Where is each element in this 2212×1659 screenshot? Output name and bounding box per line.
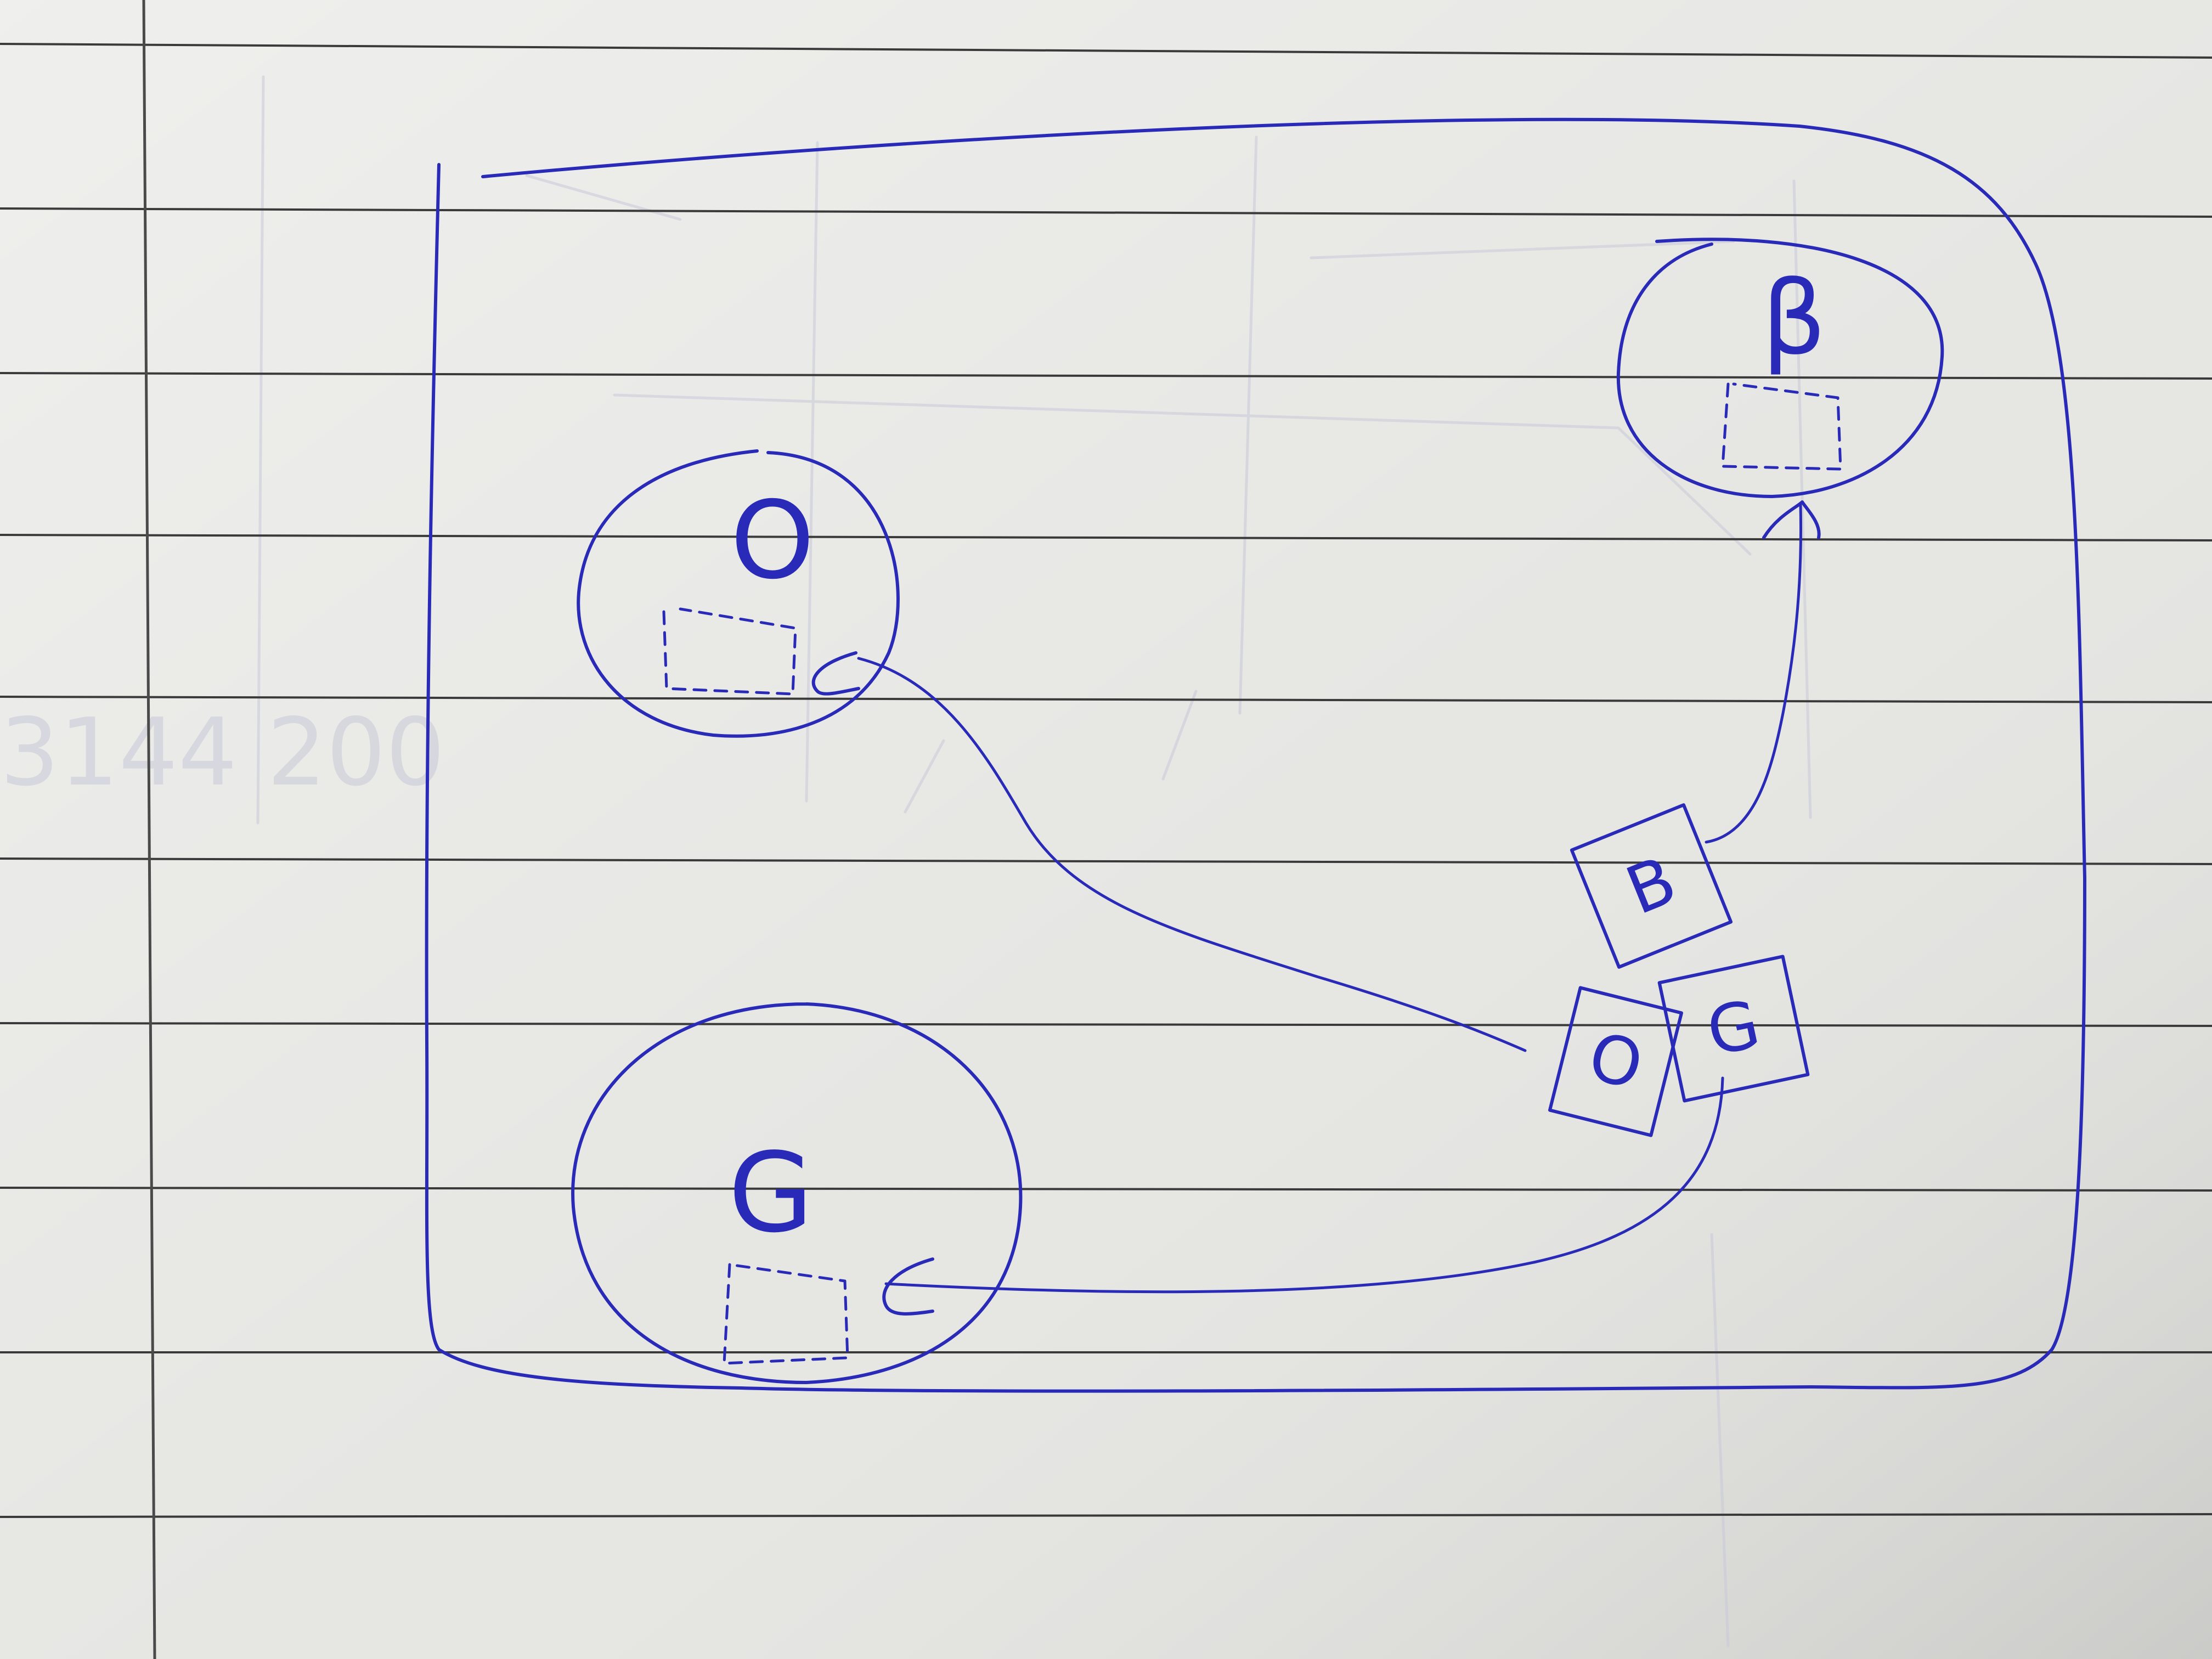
node-g-circle (571, 1002, 1023, 1384)
port-g-box (1657, 955, 1810, 1103)
ruled-line (0, 1022, 2212, 1027)
port-b-box (1570, 803, 1733, 969)
node-g-socket (882, 1257, 934, 1316)
ruled-line (0, 1513, 2212, 1518)
node-g: G (571, 1002, 1023, 1384)
ruled-line (0, 372, 2212, 380)
edge-g-to-node-g (884, 1076, 1724, 1294)
hand-drawn-diagram: O G β O G (425, 117, 2086, 1393)
node-o: O (577, 449, 900, 738)
node-beta: β (1616, 238, 1944, 539)
ruled-line (0, 857, 2212, 865)
ruled-line (0, 207, 2212, 218)
ruled-line (0, 43, 2212, 59)
edge-b-to-node-beta (1705, 503, 1803, 844)
node-o-circle (577, 449, 900, 738)
edge-o-to-node-o (857, 657, 1527, 1052)
ruled-line (0, 696, 2212, 703)
node-beta-socket (1762, 500, 1821, 539)
node-g-slot (723, 1263, 849, 1365)
node-beta-circle (1616, 238, 1944, 498)
node-beta-slot (1721, 382, 1842, 471)
margin-line (142, 0, 156, 1659)
show-through-text: 3144 200 (0, 698, 445, 807)
node-o-label: O (730, 478, 815, 603)
node-o-slot (662, 607, 797, 696)
show-through-marks: 3144 200 (0, 75, 1812, 1647)
node-beta-label: β (1762, 259, 1826, 377)
ruled-line (0, 1187, 2212, 1192)
node-o-socket (811, 651, 860, 696)
port-o-box (1548, 986, 1683, 1137)
ruled-lines (0, 43, 2212, 1518)
ruled-line (0, 534, 2212, 541)
node-g-label: G (729, 1130, 814, 1257)
outer-boundary (425, 117, 2086, 1393)
